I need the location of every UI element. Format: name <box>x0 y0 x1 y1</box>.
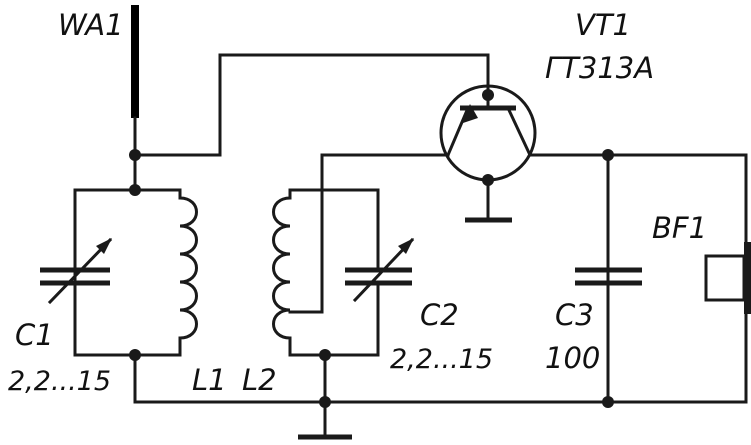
label-c2-value: 2,2...15 <box>390 344 493 375</box>
label-c1-ref: C1 <box>15 318 54 352</box>
wire-l2-top <box>288 188 380 272</box>
c1-adjust-arrow <box>47 237 113 305</box>
transistor-emitter-arrow <box>460 104 478 124</box>
junction-transistor-top <box>482 89 494 101</box>
speaker-bf1-diaphragm <box>744 242 751 314</box>
label-transistor-ref: VT1 <box>575 8 631 42</box>
c2-arrowhead <box>398 238 414 254</box>
junction-antenna <box>129 149 141 161</box>
label-transistor-type: ГТ313А <box>545 51 654 85</box>
label-c1-value: 2,2...15 <box>8 366 111 397</box>
junction-c3-ground <box>602 396 614 408</box>
wire-l2-tap-to-base <box>288 153 450 314</box>
junction-c1-bottom <box>129 349 141 361</box>
c1-arrowhead <box>96 238 112 254</box>
wire-speaker-bottom <box>606 293 748 404</box>
wire-c2-bottom <box>323 281 380 357</box>
speaker-bf1-body <box>704 254 746 302</box>
coil-l2 <box>272 188 327 357</box>
label-l1-ref: L1 <box>192 363 227 397</box>
junction-c1-top <box>129 184 141 196</box>
junction-collector <box>602 149 614 161</box>
transistor-right-leg <box>506 106 532 157</box>
junction-l2-ground <box>319 349 331 361</box>
label-c3-value: 100 <box>545 341 600 375</box>
label-c2-ref: C2 <box>420 298 459 332</box>
wire-antenna-to-transistor <box>133 53 490 157</box>
coil-l1 <box>133 188 198 357</box>
label-antenna-wa1: WA1 <box>58 8 124 42</box>
junction-transistor-bottom <box>482 174 494 186</box>
label-c3-ref: C3 <box>555 298 594 332</box>
wire-ground-rail <box>133 153 610 404</box>
label-l2-ref: L2 <box>242 363 277 397</box>
junction-ground-rail <box>319 396 331 408</box>
label-speaker-bf1: BF1 <box>652 211 707 245</box>
